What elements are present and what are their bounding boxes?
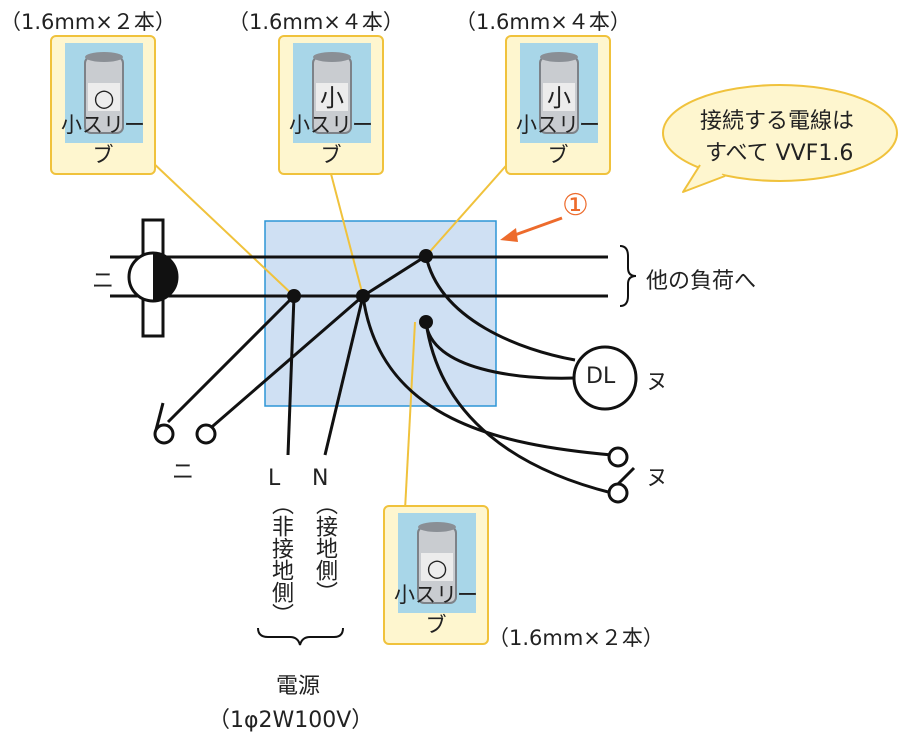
sleeve-count-2: （1.6mm×４本） xyxy=(228,10,404,34)
junction-box xyxy=(264,220,497,407)
junction-dot-4 xyxy=(419,315,433,329)
power-N-label: N xyxy=(312,466,329,491)
note-line-2: すべて VVF1.6 xyxy=(705,141,854,166)
sleeve-mark: 小 xyxy=(547,84,571,112)
ni-lamp-label: ニ xyxy=(92,269,115,294)
sleeve-count-3: （1.6mm×４本） xyxy=(455,10,631,34)
leader-line-2 xyxy=(329,169,364,297)
sleeve-callout-3: 小 小スリーブ xyxy=(505,35,611,175)
marker-arrow xyxy=(500,216,563,242)
sleeve-photo: 小 xyxy=(293,43,371,143)
wire-dl-b xyxy=(424,321,576,380)
junction-dot-1 xyxy=(287,289,301,303)
ceiling-lamp-symbol xyxy=(110,218,179,338)
ni-switch-label: ニ xyxy=(172,460,195,485)
other-loads-label: 他の負荷へ xyxy=(646,269,757,294)
sleeve-photo: ○ xyxy=(398,513,476,613)
note-line-1: 接続する電線は xyxy=(700,109,855,134)
switch-ni-symbol xyxy=(153,402,217,445)
sleeve-label: 小スリーブ xyxy=(516,113,600,167)
power-N-side: （接地側） xyxy=(312,493,337,603)
power-L-side: （非接地側） xyxy=(268,493,293,625)
wire-switch-nu-b xyxy=(424,321,613,495)
switch-nu-symbol xyxy=(607,446,636,504)
sleeve-photo: ○ xyxy=(65,43,143,143)
nu-dl-label: ヌ xyxy=(646,370,669,395)
power-brace xyxy=(257,627,344,646)
sleeve-callout-4: ○ 小スリーブ xyxy=(383,505,489,645)
note-bubble xyxy=(662,84,898,193)
nu-switch-label: ヌ xyxy=(646,466,669,491)
dl-label: DL xyxy=(586,364,616,389)
power-L-label: L xyxy=(268,466,281,491)
wire-N xyxy=(323,295,365,456)
sleeve-photo: 小 xyxy=(520,43,598,143)
sleeve-label: 小スリーブ xyxy=(61,113,145,167)
leader-line-3 xyxy=(425,149,521,257)
junction-dot-3 xyxy=(419,249,433,263)
power-title: 電源 xyxy=(276,674,321,699)
wire-cross xyxy=(362,254,427,298)
sleeve-label: 小スリーブ xyxy=(289,113,373,167)
junction-dot-2 xyxy=(356,289,370,303)
power-spec: （1φ2W100V） xyxy=(208,708,374,733)
sleeve-label: 小スリーブ xyxy=(394,583,478,637)
wire-switch-ni-b xyxy=(205,294,364,434)
sleeve-mark: 小 xyxy=(320,84,344,112)
other-loads-brace xyxy=(619,245,637,307)
sleeve-mark: ○ xyxy=(94,84,115,112)
wire-switch-ni-a xyxy=(166,294,296,424)
sleeve-callout-2: 小 小スリーブ xyxy=(278,35,384,175)
wire-dl-a xyxy=(424,255,576,362)
dl-lamp-symbol xyxy=(572,345,638,411)
sleeve-count-1: （1.6mm×２本） xyxy=(0,10,176,34)
sleeve-callout-1: ○ 小スリーブ xyxy=(50,35,156,175)
wire-switch-nu-a xyxy=(361,295,613,457)
leader-line-1 xyxy=(149,159,295,297)
leader-line-4 xyxy=(404,321,416,511)
marker-number: ① xyxy=(562,188,589,223)
sleeve-mark: ○ xyxy=(427,554,448,582)
wire-L xyxy=(286,295,296,456)
sleeve-count-4: （1.6mm×２本） xyxy=(488,626,664,650)
